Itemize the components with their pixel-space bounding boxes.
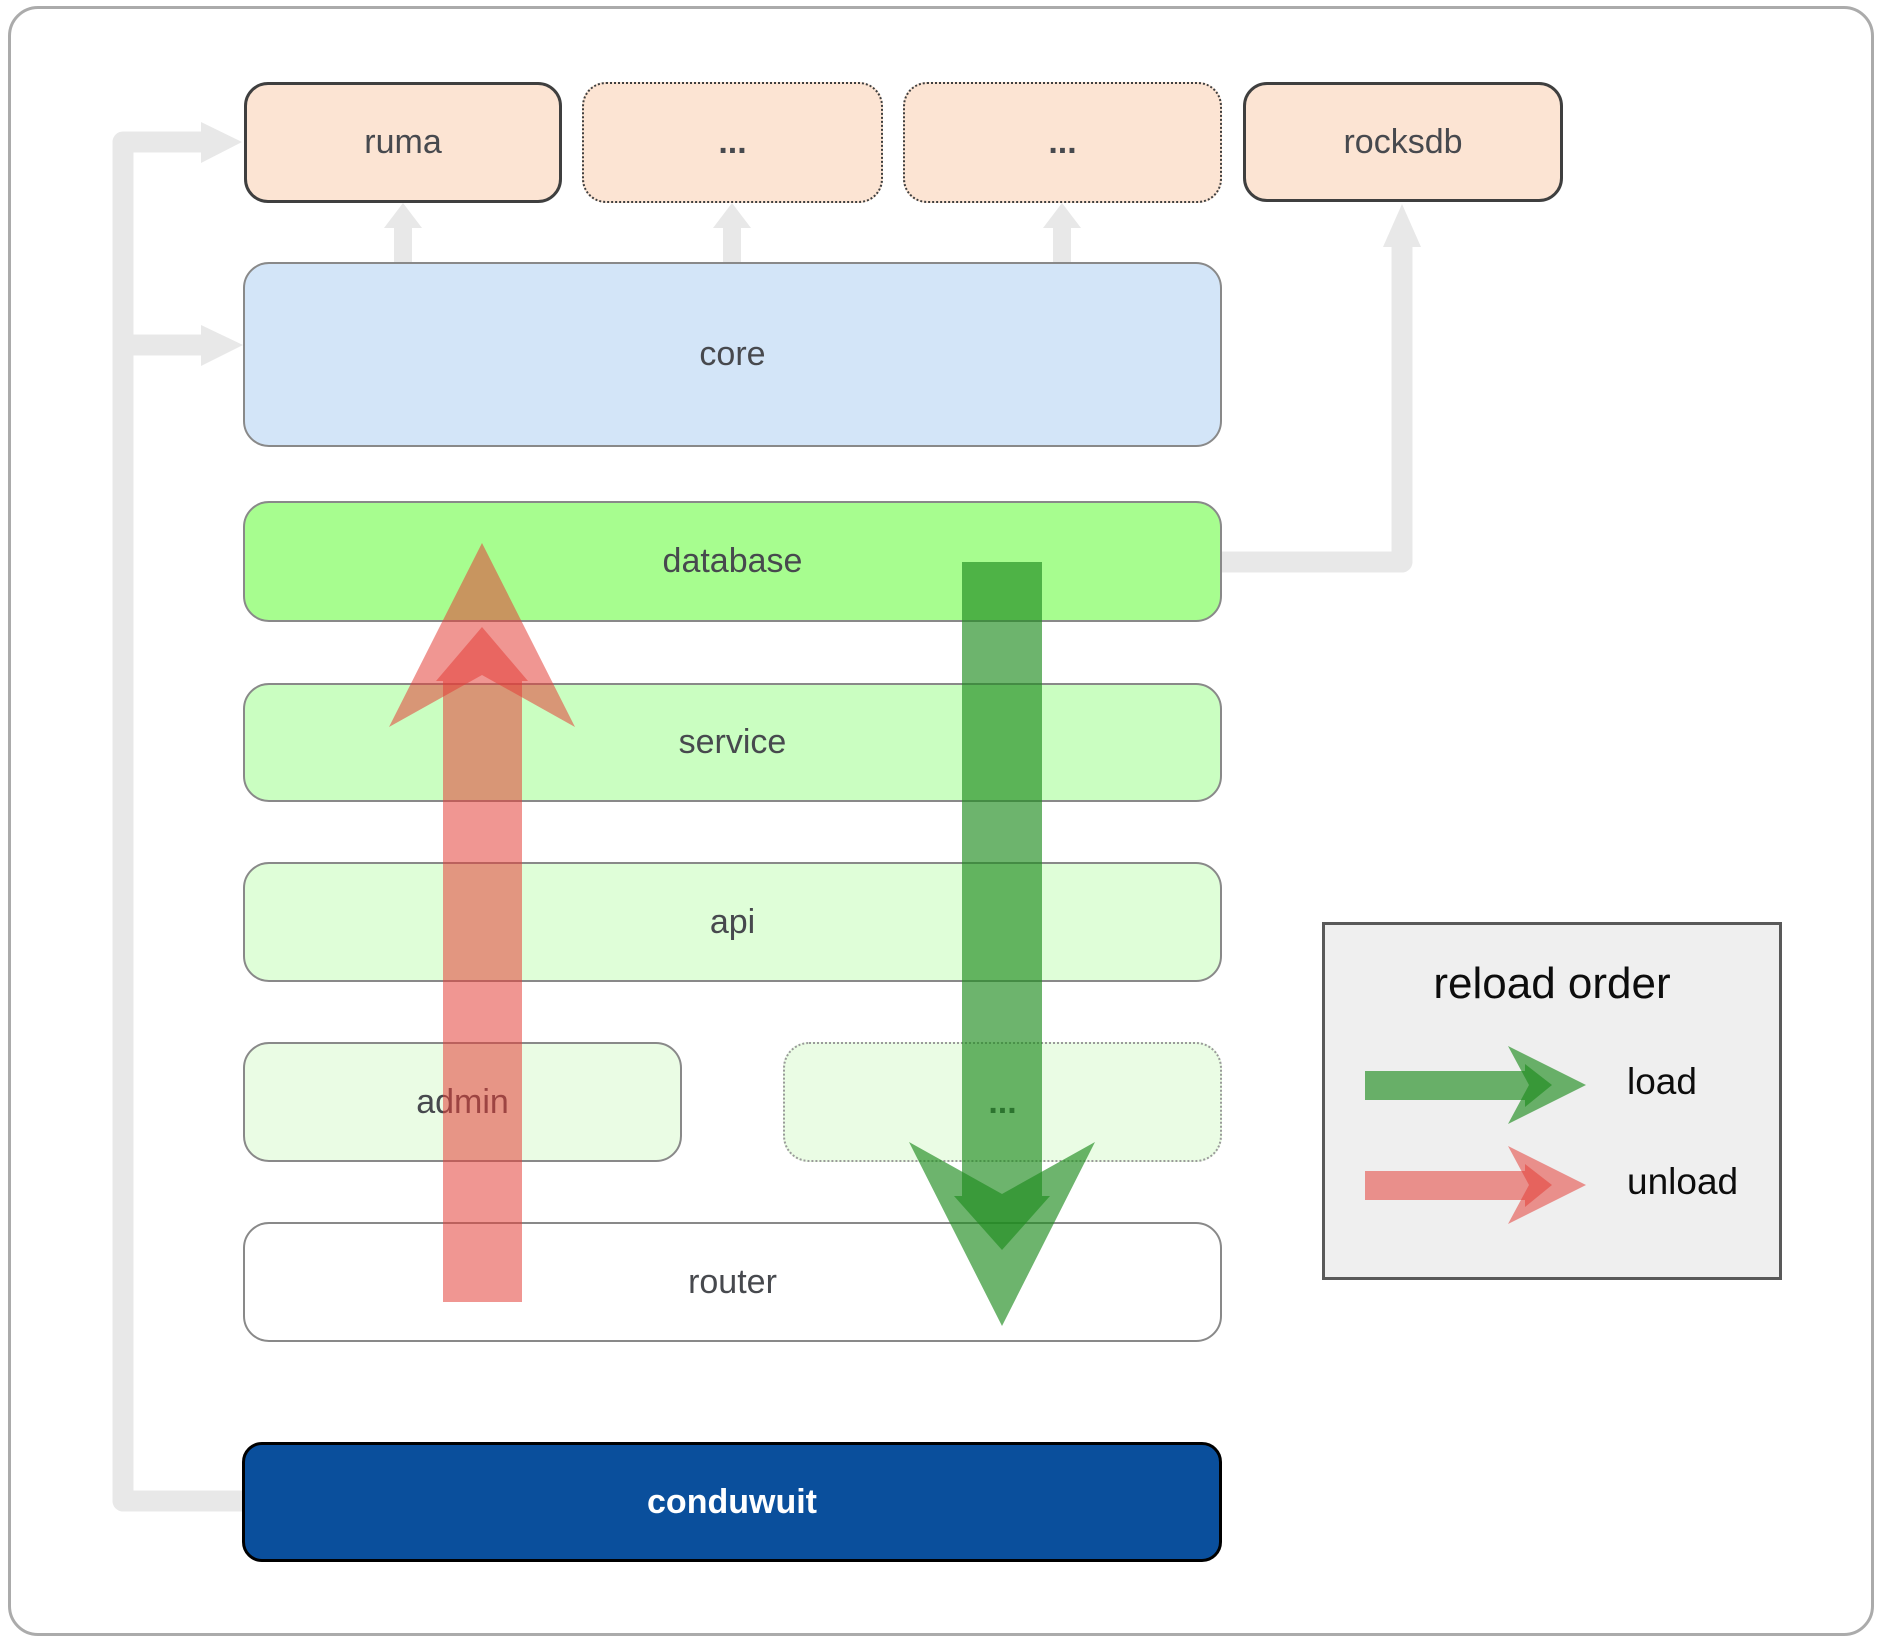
legend-load-label: load: [1627, 1061, 1697, 1102]
layer-label-ellipsis-3: ...: [988, 1082, 1017, 1121]
layer-label-rocksdb: rocksdb: [1343, 122, 1463, 161]
diagram-outer-frame: [8, 6, 1874, 1636]
layer-label-conduwuit: conduwuit: [647, 1482, 817, 1521]
legend-arrow-samples: [1365, 1046, 1586, 1224]
legend-title: reload order: [1433, 959, 1671, 1008]
layer-label-core: core: [699, 335, 766, 373]
layer-box-ruma: ruma: [244, 82, 562, 203]
layer-label-service: service: [678, 723, 787, 761]
layer-box-admin: admin: [243, 1042, 682, 1162]
layer-label-admin: admin: [416, 1082, 509, 1121]
layer-box-service: service: [243, 683, 1222, 802]
legend-load-arrow-icon: [1365, 1046, 1586, 1124]
layer-label-api: api: [709, 902, 756, 941]
layer-label-ruma: ruma: [364, 123, 442, 161]
layer-label-router: router: [688, 1262, 777, 1301]
layer-box-api: api: [243, 862, 1222, 982]
layer-box-ellipsis-2: ...: [903, 82, 1222, 203]
layer-box-core: core: [243, 262, 1222, 447]
layer-label-ellipsis-2: ...: [1048, 123, 1077, 161]
layer-box-rocksdb: rocksdb: [1243, 82, 1563, 202]
layer-label-database: database: [662, 542, 803, 580]
legend-unload-arrow-icon: [1365, 1146, 1586, 1224]
legend-unload-label: unload: [1627, 1161, 1739, 1202]
layer-box-router: router: [243, 1222, 1222, 1342]
layer-box-ellipsis-1: ...: [582, 82, 883, 203]
layer-box-database: database: [243, 501, 1222, 622]
layer-box-ellipsis-3: ...: [783, 1042, 1222, 1162]
layer-box-conduwuit: conduwuit: [242, 1442, 1222, 1562]
layer-label-ellipsis-1: ...: [718, 123, 747, 161]
legend: reload order load unload: [1322, 922, 1782, 1280]
